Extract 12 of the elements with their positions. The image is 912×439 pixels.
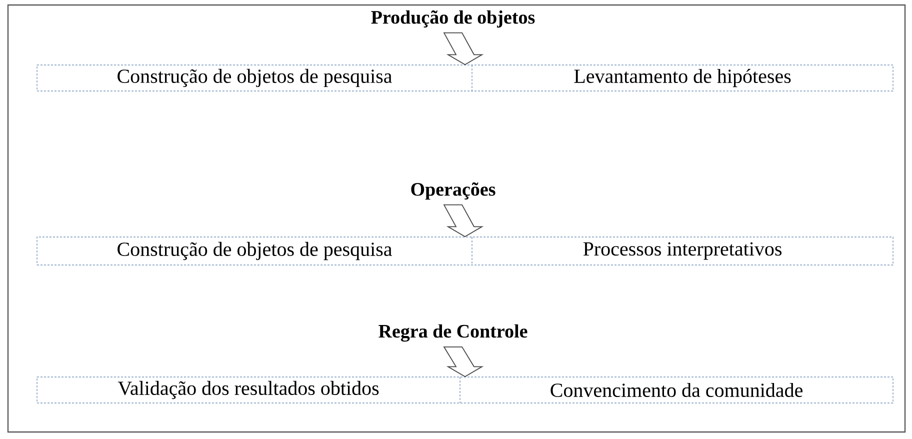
cell-text: Convencimento da comunidade bbox=[550, 382, 802, 398]
cell-text: Construção de objetos de pesquisa bbox=[118, 68, 392, 88]
dashed-box bbox=[36, 376, 894, 404]
heading: Operações bbox=[411, 182, 496, 200]
dashed-box bbox=[36, 236, 894, 266]
cell-text: Construção de objetos de pesquisa bbox=[118, 242, 392, 260]
cell-text: Validação dos resultados obtidos bbox=[118, 380, 379, 400]
cell-text: Processos interpretativos bbox=[583, 242, 782, 260]
heading: Produção de objetos bbox=[371, 10, 535, 28]
heading: Regra de Controle bbox=[378, 324, 528, 342]
cell-text: Levantamento de hipóteses bbox=[574, 68, 791, 88]
dashed-box bbox=[36, 64, 894, 92]
